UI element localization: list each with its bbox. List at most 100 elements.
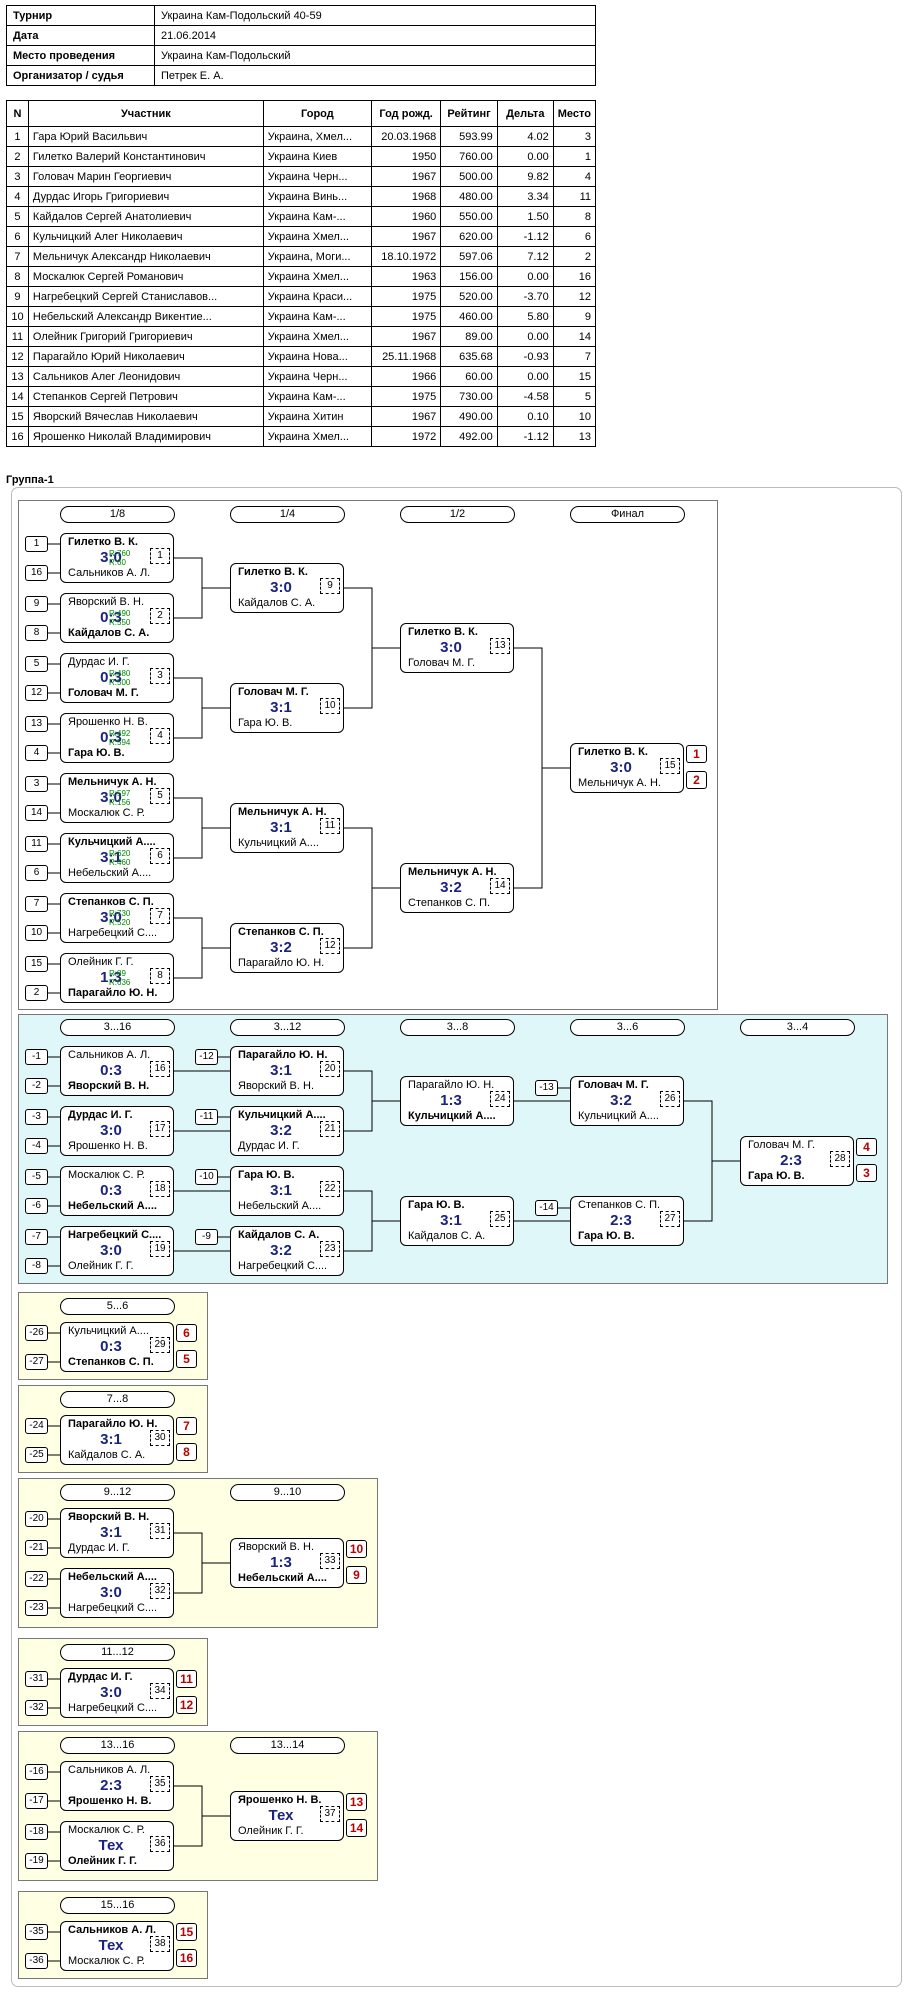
bracket-connector	[344, 1070, 373, 1132]
seed-box: 6	[25, 865, 48, 881]
seed-box: -3	[25, 1109, 48, 1125]
player-top: Гилетко В. К.	[408, 626, 478, 638]
player-bottom: Ярошенко Н. В.	[68, 1140, 148, 1152]
match-score: 0:3	[100, 609, 122, 626]
match-number: 7	[150, 908, 170, 924]
player-bottom: Кульчицкий А....	[578, 1110, 659, 1122]
rating-top: R:597	[109, 789, 131, 798]
bracket-connector	[344, 827, 373, 949]
table-cell: 597.06	[440, 246, 498, 267]
bracket-connector	[174, 797, 203, 859]
player-top: Гара Ю. В.	[238, 1169, 295, 1181]
player-top: Кульчицкий А....	[68, 836, 156, 848]
seed-box: -10	[195, 1169, 218, 1185]
seed-box: 2	[25, 985, 48, 1001]
table-cell: -0.93	[496, 346, 554, 367]
player-bottom: Кульчицкий А....	[238, 837, 319, 849]
seed-box: 7	[25, 896, 48, 912]
match-number: 4	[150, 728, 170, 744]
match-number: 15	[660, 758, 680, 774]
table-cell: 1963	[370, 266, 442, 287]
match-number: 27	[660, 1211, 680, 1227]
table-cell: Украина Краси...	[262, 286, 372, 307]
table-cell: 490.00	[440, 406, 498, 427]
seed-box: -35	[25, 1924, 48, 1940]
player-top: Кайдалов С. А.	[238, 1229, 320, 1241]
player-bottom: Кульчицкий А....	[408, 1110, 496, 1122]
player-top: Кульчицкий А....	[238, 1109, 326, 1121]
player-top: Гара Ю. В.	[408, 1199, 465, 1211]
match-number: 11	[320, 818, 340, 834]
rating-top: R:620	[109, 849, 131, 858]
table-cell: Украина Нова...	[262, 346, 372, 367]
player-bottom: Яворский В. Н.	[68, 1080, 150, 1092]
match-score: 3:0	[100, 1242, 122, 1259]
match-score: 2:3	[610, 1212, 632, 1229]
player-top: Дурдас И. Г.	[68, 1671, 133, 1683]
round-header: 1/8	[60, 506, 175, 523]
player-top: Москалюк С. Р.	[68, 1169, 145, 1181]
match-number: 33	[320, 1553, 340, 1569]
player-top: Гилетко В. К.	[578, 746, 648, 758]
table-cell: 7.12	[496, 246, 554, 267]
player-top: Небельский А....	[68, 1571, 157, 1583]
seed-box: -25	[25, 1447, 48, 1463]
seed-box: 11	[25, 836, 48, 852]
match-score: 3:0	[610, 759, 632, 776]
round-header: 9...10	[230, 1484, 345, 1501]
match-number: 10	[320, 698, 340, 714]
bracket-connector	[344, 587, 373, 709]
player-bottom: Кайдалов С. А.	[68, 1449, 146, 1461]
player-top: Степанков С. П.	[238, 926, 324, 938]
seed-box: -5	[25, 1169, 48, 1185]
player-top: Яворский В. Н.	[238, 1541, 315, 1553]
table-cell: Кульчицкий Алег Николаевич	[27, 226, 264, 247]
player-bottom: Головач М. Г.	[68, 687, 139, 699]
player-top: Головач М. Г.	[578, 1079, 649, 1091]
rating-bottom: R:550	[109, 618, 131, 627]
table-cell: 1.50	[496, 206, 554, 227]
rating-bottom: R:460	[109, 858, 131, 867]
seed-box: -12	[195, 1049, 218, 1065]
match-number: 14	[490, 878, 510, 894]
table-cell: 1960	[370, 206, 442, 227]
player-top: Мельничук А. Н.	[68, 776, 157, 788]
round-header: 11...12	[60, 1644, 175, 1661]
table-cell: 60.00	[440, 366, 498, 387]
player-top: Головач М. Г.	[238, 686, 309, 698]
rating-top: R:492	[109, 729, 131, 738]
match-score: 2:3	[100, 1777, 122, 1794]
seed-box: 1	[25, 536, 48, 552]
round-header: 15...16	[60, 1897, 175, 1914]
seed-box: -1	[25, 1049, 48, 1065]
match-score: 3:1	[270, 819, 292, 836]
player-bottom: Кайдалов С. А.	[238, 597, 316, 609]
match-score: 0:3	[100, 729, 122, 746]
match-number: 31	[150, 1523, 170, 1539]
table-cell: 16	[552, 266, 597, 287]
table-cell: Украина Киев	[262, 146, 372, 167]
table-cell: Кайдалов Сергей Анатолиевич	[27, 206, 264, 227]
match-number: 29	[150, 1337, 170, 1353]
place-badge: 16	[176, 1949, 197, 1967]
match-number: 24	[490, 1091, 510, 1107]
place-badge: 8	[176, 1443, 197, 1461]
match-score: 3:2	[610, 1092, 632, 1109]
player-bottom: Москалюк С. Р.	[68, 1955, 145, 1967]
match-score: 2:3	[780, 1152, 802, 1169]
player-bottom: Небельский А....	[238, 1200, 322, 1212]
seed-box: 10	[25, 925, 48, 941]
player-bottom: Небельский А....	[68, 867, 152, 879]
